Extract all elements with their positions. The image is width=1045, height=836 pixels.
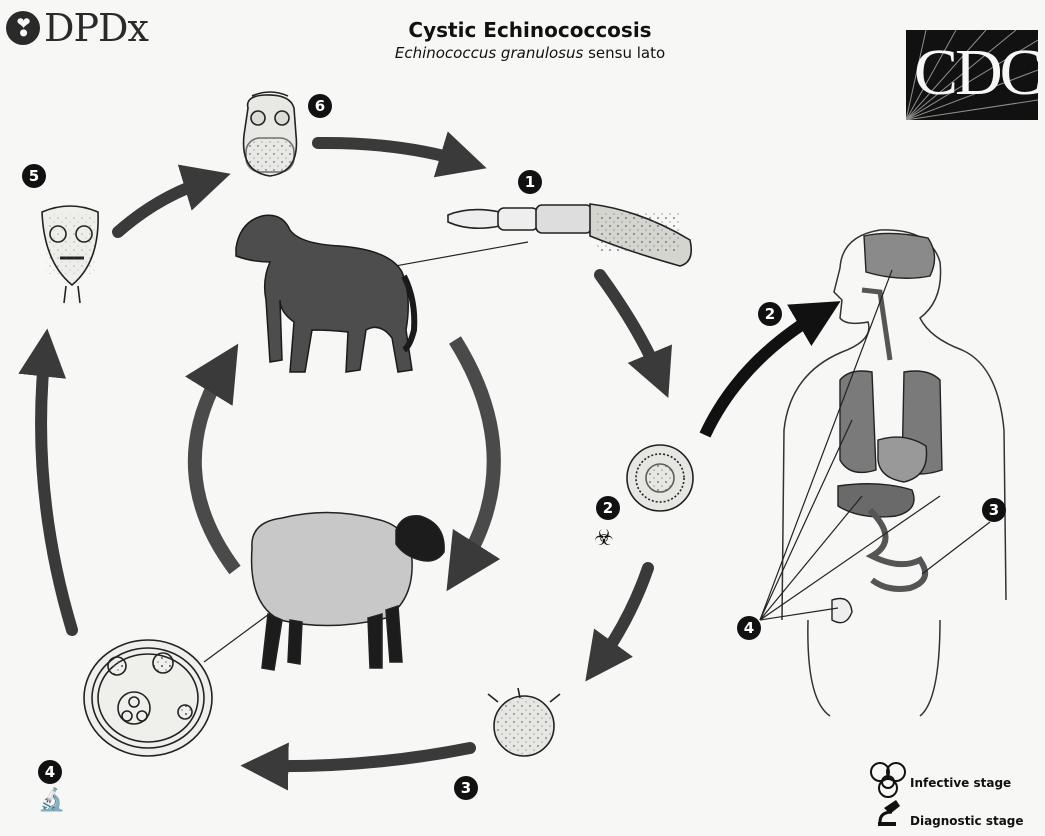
legend-infective: Infective stage (910, 776, 1011, 790)
step-badge-4-cyst: 4 (38, 760, 62, 784)
arrow-sheep-to-dog (195, 365, 235, 570)
arrow-cyst-to-5 (41, 350, 72, 630)
sheep-silhouette (252, 512, 445, 670)
species-name: Echinococcus granulosus (395, 44, 583, 62)
dog-silhouette (236, 215, 414, 372)
legend-biohazard-drawing (871, 763, 905, 797)
species-qualifier: sensu lato (583, 44, 665, 62)
echinococcus-egg (627, 445, 693, 511)
protoscolex-evaginated (244, 92, 297, 176)
arrow-6-to-1 (318, 143, 466, 162)
step-badge-6: 6 (308, 94, 332, 118)
oncosphere (488, 688, 560, 756)
dpdx-logo: ❣ DPDx (6, 6, 148, 50)
hydatid-cyst (84, 640, 212, 756)
dpdx-logo-mark: ❣ (6, 11, 40, 45)
legend-diagnostic: Diagnostic stage (910, 814, 1024, 828)
adult-tapeworm (448, 204, 691, 266)
step-badge-3-human: 3 (982, 498, 1006, 522)
title-block: Cystic Echinococcosis Echinococcus granu… (360, 18, 700, 62)
legend-infective-label: Infective stage (910, 776, 1011, 790)
arrow-egg-to-human (705, 312, 822, 435)
arrow-1-to-egg (600, 275, 660, 378)
step-badge-4-human: 4 (737, 616, 761, 640)
legend-microscope-drawing (878, 800, 900, 826)
dpdx-logo-text: DPDx (44, 6, 148, 50)
arrow-dog-to-sheep (455, 340, 494, 570)
step-badge-2-human: 2 (758, 302, 782, 326)
arrow-egg-to-hatched (598, 568, 648, 664)
step-badge-1: 1 (518, 170, 542, 194)
protoscolex (42, 206, 98, 303)
step-badge-3-oncosphere: 3 (454, 776, 478, 800)
arrow-5-to-6 (118, 180, 210, 232)
cdc-logo-text: CDC (914, 38, 1038, 108)
arrow-hatched-to-cyst (262, 748, 470, 766)
step-badge-2-egg: 2 (596, 496, 620, 520)
step-badge-5: 5 (22, 164, 46, 188)
diagram-subtitle: Echinococcus granulosus sensu lato (360, 44, 700, 62)
legend-diagnostic-label: Diagnostic stage (910, 814, 1024, 828)
diagram-title: Cystic Echinococcosis (360, 18, 700, 42)
microscope-icon: 🔬 (38, 790, 65, 812)
cdc-logo: CDC (906, 30, 1038, 120)
biohazard-icon: ☣ (594, 528, 614, 550)
